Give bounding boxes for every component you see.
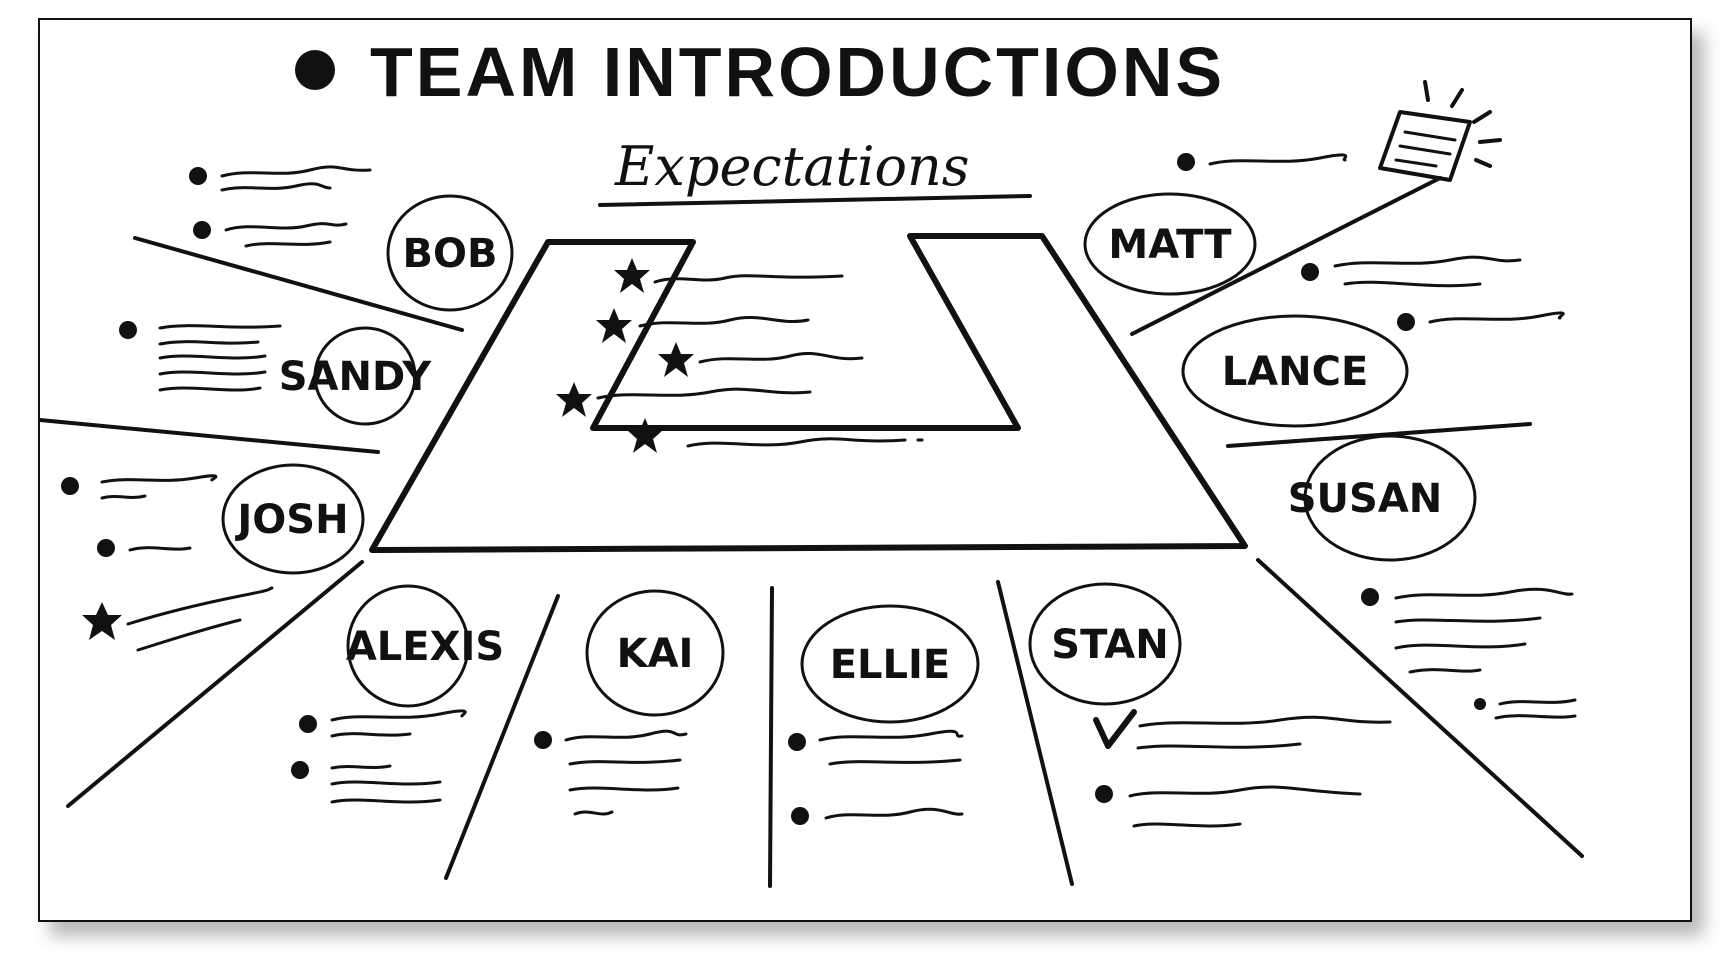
person-name: ELLIE	[830, 642, 951, 688]
person-name: SUSAN	[1288, 476, 1443, 522]
matt-notes	[1177, 153, 1565, 331]
bob-notes	[189, 165, 372, 248]
person-name: STAN	[1051, 622, 1168, 668]
sandy-notes	[119, 321, 282, 392]
star-icon	[82, 602, 122, 640]
star-icon	[556, 382, 592, 417]
kai-notes	[534, 729, 688, 816]
checkmark-icon	[1093, 709, 1137, 749]
person-name: JOSH	[234, 497, 348, 543]
person-lance: LANCE	[1181, 314, 1409, 428]
susan-notes	[1361, 587, 1577, 720]
person-susan: SUSAN	[1288, 434, 1477, 562]
star-icon	[596, 308, 632, 343]
subtitle-underline	[598, 194, 1032, 207]
person-kai: KAI	[585, 589, 725, 717]
page-subtitle: Expectations	[614, 135, 970, 198]
person-bob: BOB	[386, 194, 514, 312]
person-josh: JOSH	[221, 463, 365, 575]
person-sandy: SANDY	[279, 326, 433, 426]
person-matt: MATT	[1083, 192, 1257, 296]
person-name: MATT	[1108, 222, 1232, 268]
ellie-notes	[788, 729, 964, 825]
alexis-notes	[291, 709, 467, 804]
star-icon	[627, 418, 663, 453]
person-name: LANCE	[1222, 349, 1369, 395]
title-bullet-icon	[295, 50, 335, 90]
person-name: BOB	[403, 231, 498, 277]
expectations-list	[556, 258, 924, 453]
person-alexis: ALEXIS	[346, 584, 504, 708]
person-ellie: ELLIE	[800, 604, 980, 724]
person-name: SANDY	[279, 354, 433, 400]
page-title: TEAM INTRODUCTIONS	[370, 33, 1225, 111]
josh-notes	[61, 474, 274, 652]
person-name: ALEXIS	[346, 624, 504, 670]
central-table-outline	[369, 233, 1248, 553]
star-icon	[614, 258, 650, 293]
person-name: KAI	[617, 631, 694, 677]
sticky-note-icon	[1378, 80, 1502, 182]
stan-notes	[1093, 709, 1392, 828]
person-stan: STAN	[1028, 582, 1182, 706]
star-icon	[658, 342, 694, 377]
